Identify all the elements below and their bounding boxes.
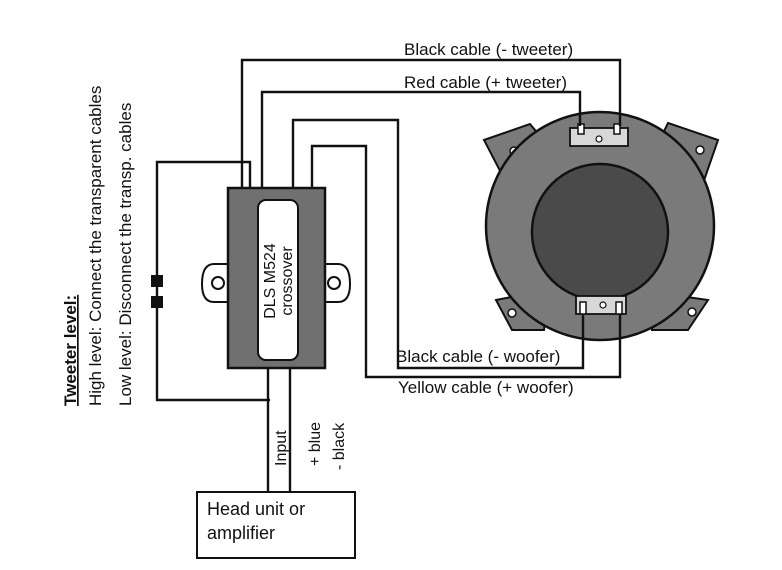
coaxial-speaker: [482, 110, 720, 342]
crossover-model: DLS M524: [262, 243, 279, 319]
transparent-cable-connector[interactable]: [151, 275, 163, 308]
crossover-unit: DLS M524 crossover: [200, 186, 352, 370]
tweeter-terminal: [569, 123, 629, 147]
input-plus-label: + blue: [307, 422, 324, 466]
head-unit-line2: amplifier: [207, 523, 275, 543]
wire-black-tweeter: [240, 58, 622, 190]
crossover-label-panel: [257, 199, 299, 361]
crossover-type: crossover: [279, 246, 296, 316]
tweeter-level-low: Low level: Disconnect the transp. cables: [116, 103, 135, 406]
label-yellow-woofer: Yellow cable (+ woofer): [398, 378, 574, 397]
speaker-cone: [530, 162, 670, 302]
head-unit-box: Head unit or amplifier: [196, 491, 356, 559]
mount-hole: [507, 308, 517, 318]
label-black-woofer: Black cable (- woofer): [396, 347, 560, 366]
wire-red-tweeter: [260, 90, 582, 190]
input-label: Input: [273, 430, 290, 466]
label-red-tweeter: Red cable (+ tweeter): [404, 73, 567, 92]
mount-hole: [695, 145, 705, 155]
tweeter-level-title: Tweeter level:: [61, 295, 80, 406]
wire-transparent-loop: [155, 160, 270, 402]
woofer-terminal: [575, 295, 627, 315]
head-unit-line1: Head unit or: [207, 499, 305, 519]
wires: [155, 58, 622, 492]
wire-black-woofer: [291, 118, 585, 370]
input-minus-label: - black: [331, 422, 348, 470]
mount-hole: [687, 307, 697, 317]
label-black-tweeter: Black cable (- tweeter): [404, 40, 573, 59]
tweeter-level-high: High level: Connect the transparent cabl…: [86, 86, 105, 406]
tweeter-level-notes: Tweeter level: High level: Connect the t…: [61, 86, 135, 406]
crossover-mount-tab-left: [200, 263, 229, 303]
wire-yellow-woofer: [310, 144, 622, 379]
crossover-mount-tab-right: [324, 263, 352, 303]
